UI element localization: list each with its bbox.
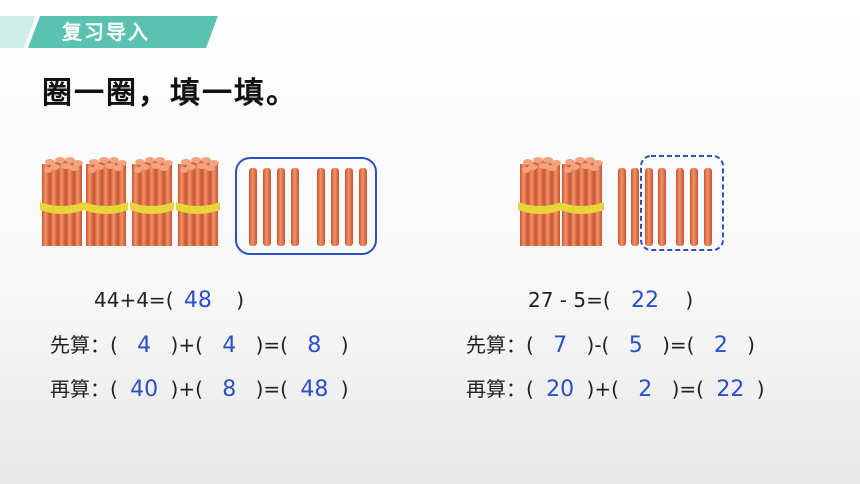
right-step2-b: 2 [638,377,653,402]
left-step1-row: 先算：( 4 )+( 4 )=( 8 ) [50,330,349,360]
exercise-title: 圈一圈，填一填。 [42,76,298,111]
right-step2-result: 22 [716,377,745,402]
right-main-answer: 22 [631,288,660,313]
left-step2-b: 8 [222,377,237,402]
section-title: 复习导入 [62,20,150,44]
right-step2-row: 再算：( 20 )+( 2 )=( 22 ) [466,374,765,404]
right-step1-a: 7 [553,333,568,358]
left-main-equation: 44+4=( 48 ) [94,288,245,313]
left-step1-result: 8 [307,333,322,358]
banner-shape [0,16,218,48]
right-step1-b: 5 [628,333,643,358]
left-step2-row: 再算：( 40 )+( 8 )=( 48 ) [50,374,349,404]
right-step1-result: 2 [713,333,728,358]
left-step1-a: 4 [137,333,152,358]
left-main-answer: 48 [183,288,212,313]
left-step1-b: 4 [222,333,237,358]
left-step2-a: 40 [130,377,159,402]
section-banner [0,14,220,50]
right-step1-row: 先算：( 7 )-( 5 )=( 2 ) [466,330,755,360]
right-main-equation: 27 - 5=( 22 ) [528,288,694,313]
counting-sticks-illustration [40,155,724,255]
left-step2-result: 48 [300,377,329,402]
right-step2-a: 20 [546,377,575,402]
